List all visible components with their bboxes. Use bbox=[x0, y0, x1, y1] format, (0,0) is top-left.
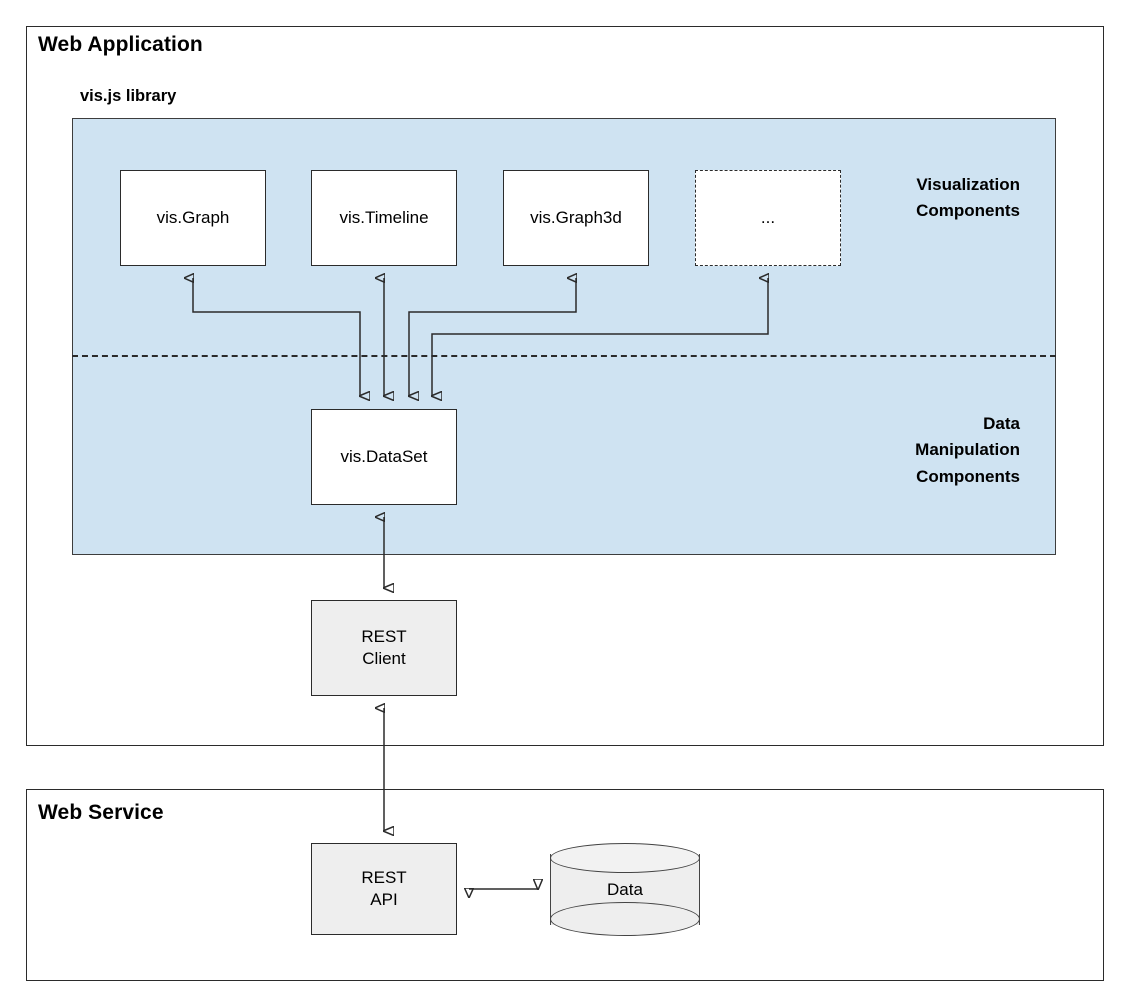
node-rest-api[interactable]: REST API bbox=[311, 843, 457, 935]
node-vis-timeline[interactable]: vis.Timeline bbox=[311, 170, 457, 266]
cylinder-top bbox=[550, 843, 700, 873]
cylinder-bottom bbox=[550, 902, 700, 936]
node-data-store[interactable]: Data bbox=[550, 843, 700, 936]
data-manipulation-components-label: Data Manipulation Components bbox=[915, 414, 1020, 486]
visjs-library-title: vis.js library bbox=[80, 87, 177, 105]
node-vis-dataset[interactable]: vis.DataSet bbox=[311, 409, 457, 505]
web-service-title: Web Service bbox=[38, 801, 164, 824]
node-rest-client[interactable]: REST Client bbox=[311, 600, 457, 696]
data-store-label: Data bbox=[607, 879, 643, 899]
visualization-components-label: Visualization Components bbox=[916, 175, 1020, 221]
node-vis-graph3d[interactable]: vis.Graph3d bbox=[503, 170, 649, 266]
web-application-title: Web Application bbox=[38, 33, 203, 56]
layer-divider bbox=[72, 355, 1056, 357]
node-more-components[interactable]: ... bbox=[695, 170, 841, 266]
node-vis-graph[interactable]: vis.Graph bbox=[120, 170, 266, 266]
